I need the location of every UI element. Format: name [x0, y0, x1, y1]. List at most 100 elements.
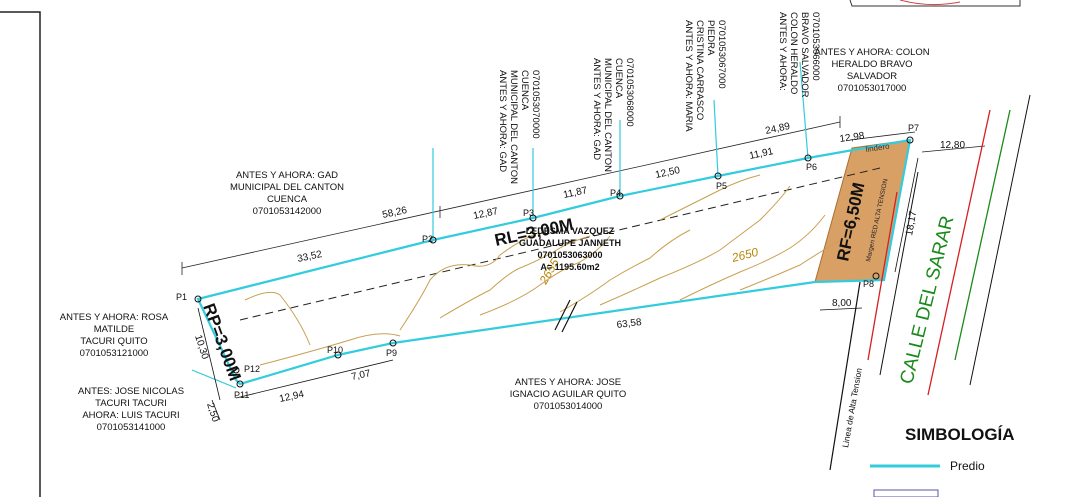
dim-label: 11,87 [562, 185, 588, 201]
street-red-line [927, 109, 991, 396]
owner-block-colon-right: ANTES Y AHORA: COLON HERALDO BRAVO SALVA… [814, 47, 929, 94]
dim-line-bottom [235, 359, 394, 399]
svg-text:ANTES Y AHORA: GAD: ANTES Y AHORA: GAD [591, 58, 602, 160]
legend-title: SIMBOLOGÍA [905, 425, 1015, 444]
svg-text:MUNICIPAL DEL CANTON: MUNICIPAL DEL CANTON [508, 70, 519, 184]
point-label: P1 [176, 292, 187, 302]
point-label: P2 [422, 234, 433, 244]
svg-text:CUENCA: CUENCA [267, 194, 308, 205]
svg-text:ANTES Y AHORA: ROSA: ANTES Y AHORA: ROSA [60, 312, 169, 323]
svg-text:ANTES Y AHORA: GAD: ANTES Y AHORA: GAD [236, 170, 338, 181]
dim-label: 7,07 [350, 368, 372, 383]
svg-text:TACURI QUITO: TACURI QUITO [80, 336, 147, 347]
dim-label: 12,98 [839, 131, 866, 145]
svg-text:ANTES: JOSE NICOLAS: ANTES: JOSE NICOLAS [78, 386, 184, 397]
svg-text:CUENCA: CUENCA [519, 70, 530, 111]
svg-text:0701053014000: 0701053014000 [534, 401, 603, 412]
owner-block-jose-aguilar: ANTES Y AHORA: JOSE IGNACIO AGUILAR QUIT… [510, 377, 627, 412]
dim-line-12-98 [849, 131, 916, 141]
owner-block-west-gad: ANTES Y AHORA: GAD MUNICIPAL DEL CANTON … [230, 170, 344, 217]
svg-text:0701053068000: 0701053068000 [624, 58, 635, 127]
owner-block-colon-v: ANTES Y AHORA: COLON HERALDO BRAVO SALVA… [777, 12, 821, 98]
svg-text:0701053067000: 0701053067000 [716, 20, 727, 89]
dim-label: 8,00 [832, 298, 852, 309]
dim-line-2-50 [211, 399, 221, 421]
dim-label: 12,87 [472, 206, 499, 222]
street-outer-edge [969, 94, 1031, 386]
frame-border [0, 11, 41, 497]
lindero-label: lindero [865, 142, 891, 154]
svg-text:ANTES Y AHORA: JOSE: ANTES Y AHORA: JOSE [515, 377, 621, 388]
dim-line-top [181, 121, 841, 269]
point-label: P5 [716, 181, 727, 191]
dim-line-10-30 [197, 307, 221, 401]
svg-text:BRAVO SALVADOR: BRAVO SALVADOR [799, 12, 810, 98]
break-mark [554, 299, 571, 331]
svg-text:CUENCA: CUENCA [613, 58, 624, 99]
contour-label: 2650 [729, 245, 760, 265]
contour-lines [244, 174, 841, 366]
dim-line-18-17 [894, 157, 919, 273]
svg-text:PIEDRA: PIEDRA [705, 20, 716, 56]
svg-text:0701053066000: 0701053066000 [810, 12, 821, 81]
svg-text:0701053141000: 0701053141000 [97, 422, 166, 433]
point-label: P6 [806, 162, 817, 172]
svg-text:COLON HERALDO: COLON HERALDO [788, 12, 799, 94]
dim-label: 11,91 [748, 146, 774, 162]
owner-block-maria: ANTES Y AHORA: MARIA CRISTINA CARRASCO P… [683, 20, 727, 132]
street-edge [879, 171, 919, 376]
division-line [713, 99, 719, 177]
predio-clave: 0701053063000 [537, 250, 602, 260]
svg-text:SALVADOR: SALVADOR [847, 71, 897, 82]
point-label: P11 [234, 390, 249, 400]
point-label: P4 [610, 188, 621, 198]
svg-text:ANTES Y AHORA: MARIA: ANTES Y AHORA: MARIA [683, 20, 694, 132]
svg-text:0701053142000: 0701053142000 [253, 206, 322, 217]
dim-label: 33,52 [296, 249, 323, 265]
predio-owner-line: GUADALUPE JANNETH [519, 238, 621, 248]
svg-text:0701053017000: 0701053017000 [838, 83, 907, 94]
point-label: P8 [863, 279, 874, 289]
point-label: P3 [523, 208, 534, 218]
svg-text:0701053121000: 0701053121000 [80, 348, 149, 359]
break-mark [561, 301, 578, 333]
fragment-curve [899, 0, 961, 6]
legend: SIMBOLOGÍA Predio [870, 412, 1079, 498]
dim-label: 12,94 [278, 389, 305, 405]
svg-text:IGNACIO AGUILAR QUITO: IGNACIO AGUILAR QUITO [510, 389, 627, 400]
street-green-line [954, 109, 1011, 361]
power-line-red [867, 191, 898, 361]
svg-text:TACURI TACURI: TACURI TACURI [95, 398, 167, 409]
power-line-label: Linea de Alta Tension [840, 367, 864, 448]
division-line [191, 369, 237, 389]
svg-text:CRISTINA CARRASCO: CRISTINA CARRASCO [694, 20, 705, 120]
owner-block-gad-v2: ANTES Y AHORA: GAD MUNICIPAL DEL CANTON … [591, 58, 635, 172]
dim-line-12-80 [921, 145, 986, 153]
svg-text:ANTES Y AHORA: COLON: ANTES Y AHORA: COLON [814, 47, 929, 58]
division-line [799, 61, 809, 159]
predio-area: A= 1195.60m2 [540, 262, 599, 272]
svg-text:ANTES Y AHORA:: ANTES Y AHORA: [777, 12, 788, 91]
svg-text:HERALDO BRAVO: HERALDO BRAVO [831, 59, 912, 70]
dim-label: 2,50 [204, 402, 221, 424]
point-markers [194, 136, 914, 388]
dim-line-8 [819, 307, 863, 311]
power-line-black [829, 281, 861, 471]
owner-block-gad-v1: ANTES Y AHORA: GAD MUNICIPAL DEL CANTON … [497, 70, 541, 184]
dim-label: 18,17 [904, 210, 919, 237]
dim-label: 58,26 [381, 205, 408, 221]
point-label: P10 [327, 345, 343, 355]
dim-label: 10,30 [192, 334, 210, 362]
center-axis [239, 167, 881, 321]
point-label: P7 [908, 123, 919, 133]
owner-block-jose-nicolas: ANTES: JOSE NICOLAS TACURI TACURI AHORA:… [78, 386, 184, 433]
predio-boundary [196, 138, 912, 386]
dim-label: 63,58 [616, 317, 643, 331]
svg-text:MUNICIPAL DEL CANTON: MUNICIPAL DEL CANTON [230, 182, 344, 193]
predio-owner-line: LEDESMA VAZQUEZ [526, 226, 615, 236]
fragment-frame [849, 0, 1021, 7]
point-label: P9 [386, 348, 397, 358]
point-label: P12 [244, 364, 260, 374]
